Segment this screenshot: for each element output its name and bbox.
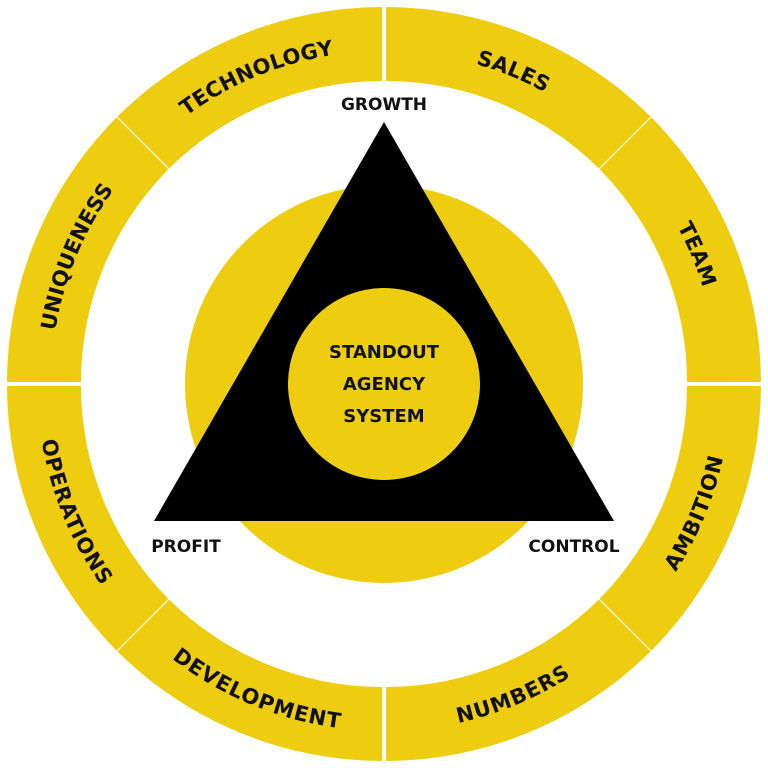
vertex-label-profit: PROFIT xyxy=(151,537,221,557)
center-line-3: SYSTEM xyxy=(343,406,424,427)
center-title: STANDOUT AGENCY SYSTEM xyxy=(329,342,440,427)
ring-segment-numbers[interactable] xyxy=(386,599,651,761)
center-line-1: STANDOUT xyxy=(329,342,440,363)
center-disc[interactable] xyxy=(288,288,480,480)
center-line-2: AGENCY xyxy=(343,374,426,395)
ring-segment-uniqueness[interactable] xyxy=(7,117,169,383)
ring-segment-sales[interactable] xyxy=(386,7,651,169)
ring-segment-development[interactable] xyxy=(117,599,383,761)
ring-segment-operations[interactable] xyxy=(7,386,169,651)
ring-segment-team[interactable] xyxy=(599,117,761,383)
outer-ring xyxy=(7,7,761,761)
ring-segment-ambition[interactable] xyxy=(599,386,761,651)
vertex-label-growth: GROWTH xyxy=(341,95,427,115)
vertex-label-control: CONTROL xyxy=(528,537,619,557)
ring-segment-technology[interactable] xyxy=(117,7,383,169)
